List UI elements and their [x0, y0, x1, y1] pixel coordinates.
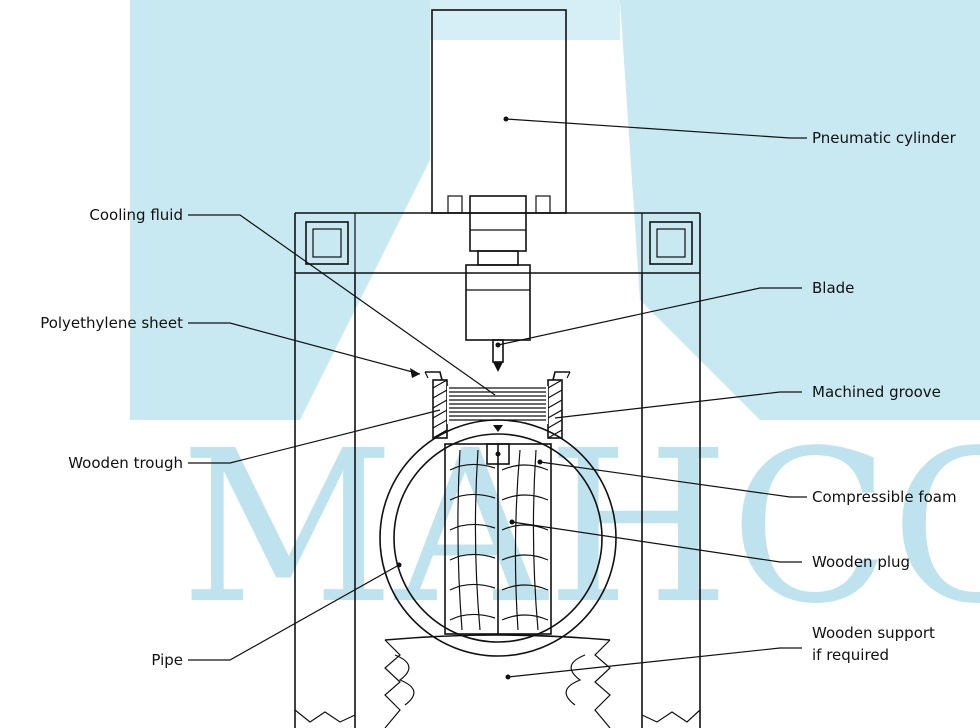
- cooling-fluid: [447, 386, 548, 424]
- label-if-required: if required: [812, 646, 889, 664]
- labels: Pneumatic cylinder Cooling fluid Blade P…: [40, 129, 956, 669]
- leader-lines: [188, 116, 807, 680]
- wooden-plug: [444, 443, 552, 635]
- label-blade: Blade: [812, 279, 854, 297]
- label-polyethylene-sheet: Polyethylene sheet: [40, 314, 183, 332]
- label-compressible-foam: Compressible foam: [812, 488, 957, 506]
- pneumatic-cylinder: [431, 9, 567, 341]
- frame: [294, 212, 701, 728]
- blade: [492, 339, 504, 372]
- label-pipe: Pipe: [151, 651, 183, 669]
- wooden-support: [384, 634, 611, 728]
- label-wooden-support: Wooden support: [812, 624, 935, 642]
- label-machined-groove: Machined groove: [812, 383, 941, 401]
- label-cooling-fluid: Cooling fluid: [89, 206, 183, 224]
- watermark-logo: MAHCO: [130, 0, 980, 650]
- compressible-foam: [486, 443, 510, 465]
- watermark-text: MAHCO: [180, 405, 980, 650]
- label-wooden-trough: Wooden trough: [68, 454, 183, 472]
- label-pneumatic-cylinder: Pneumatic cylinder: [812, 129, 957, 147]
- label-wooden-plug: Wooden plug: [812, 553, 910, 571]
